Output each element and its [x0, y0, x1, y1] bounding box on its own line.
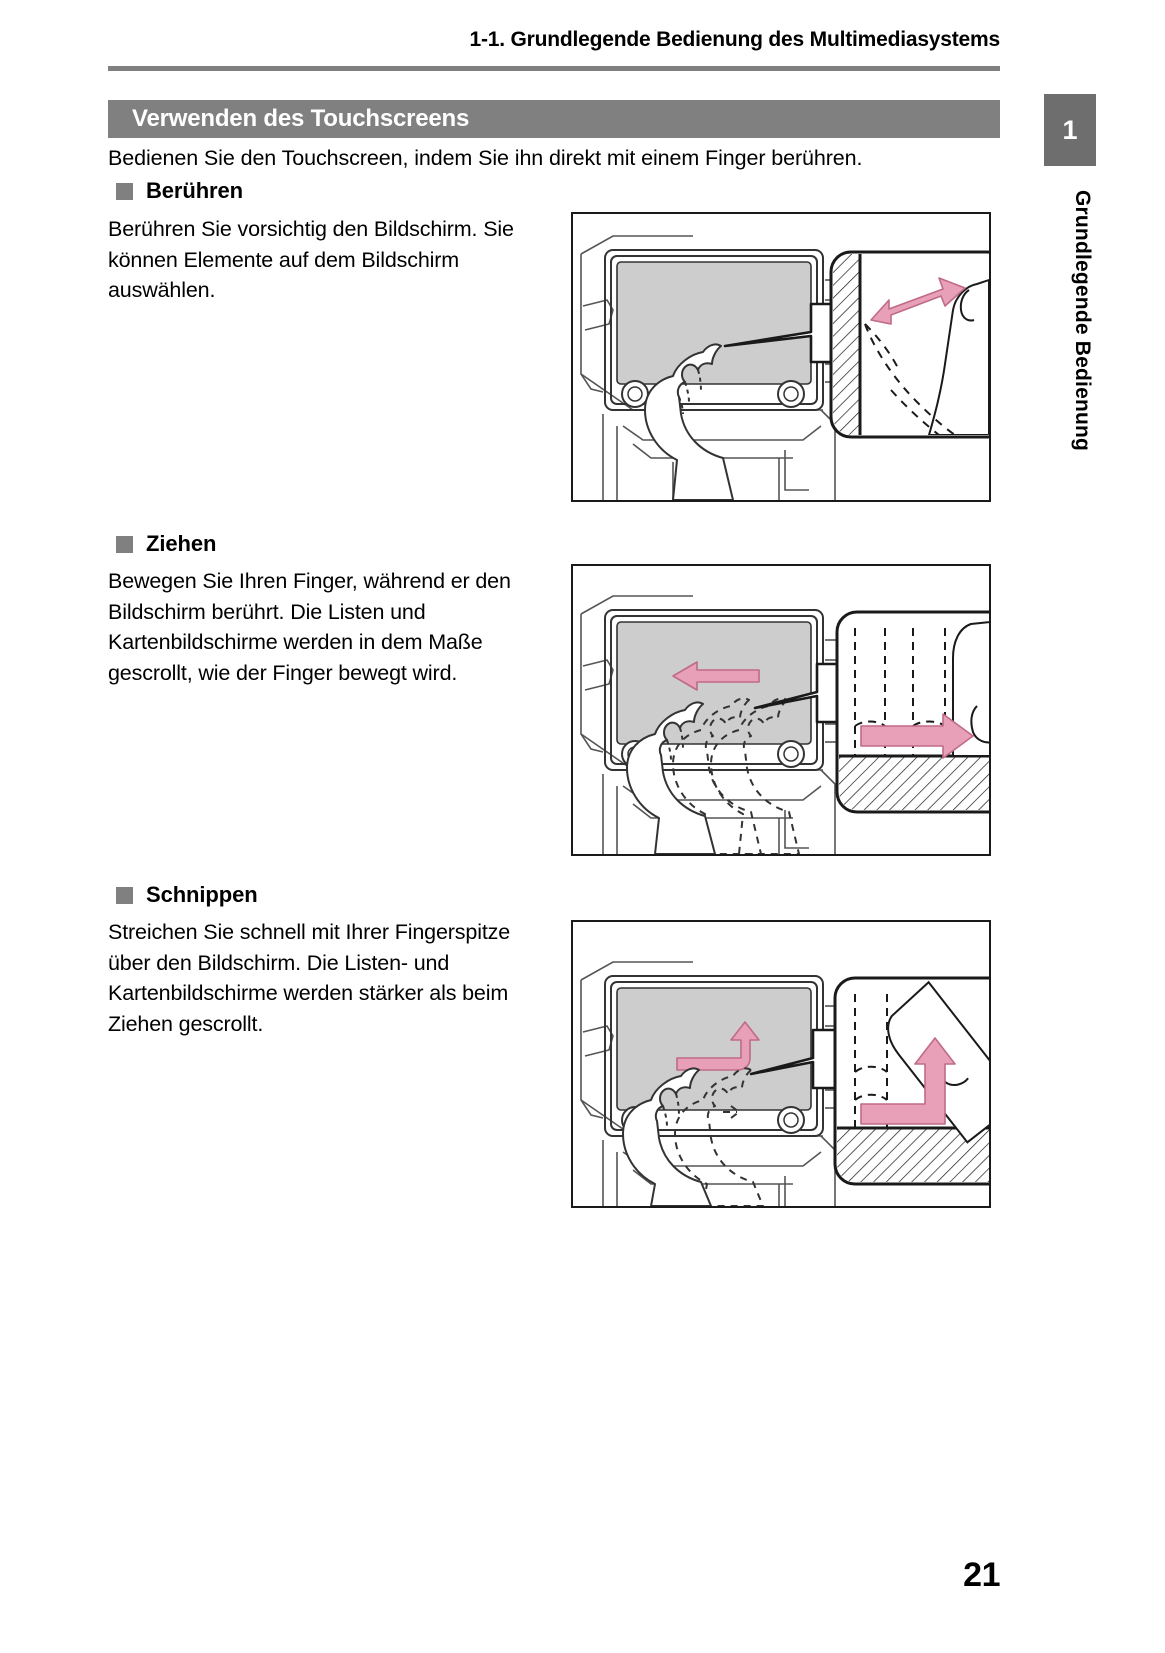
- section-title: Verwenden des Touchscreens: [132, 105, 470, 132]
- square-bullet-icon: [116, 535, 133, 553]
- square-bullet-icon: [116, 182, 133, 200]
- running-head: 1-1. Grundlegende Bedienung des Multimed…: [469, 28, 1001, 51]
- figure-touch-gesture: [571, 212, 991, 502]
- subsection-label: Schnippen: [146, 882, 258, 907]
- figure-flick-gesture: [571, 920, 991, 1208]
- header-rule: [108, 66, 1000, 71]
- section-intro-text: Bedienen Sie den Touchscreen, indem Sie …: [108, 146, 863, 170]
- subsection-heading-ziehen: Ziehen: [116, 531, 216, 557]
- subsection-body-beruehren: Berühren Sie vorsichtig den Bildschirm. …: [108, 217, 514, 302]
- subsection-heading-schnippen: Schnippen: [116, 882, 258, 908]
- figure-drag-gesture: [571, 564, 991, 856]
- subsection-label: Ziehen: [146, 531, 217, 556]
- subsection-heading-beruehren: Berühren: [116, 178, 243, 204]
- page-number: 21: [963, 1556, 1000, 1594]
- section-title-bar: Verwenden des Touchscreens: [108, 100, 1000, 138]
- subsection-body-schnippen: Streichen Sie schnell mit Ihrer Fingersp…: [108, 920, 511, 1036]
- chapter-number: 1: [1062, 114, 1078, 145]
- chapter-tab: 1: [1044, 94, 1096, 166]
- chapter-tab-label: Grundlegende Bedienung: [1071, 190, 1094, 452]
- square-bullet-icon: [116, 886, 133, 904]
- subsection-body-ziehen: Bewegen Sie Ihren Finger, während er den…: [108, 569, 511, 685]
- subsection-label: Berühren: [146, 178, 243, 203]
